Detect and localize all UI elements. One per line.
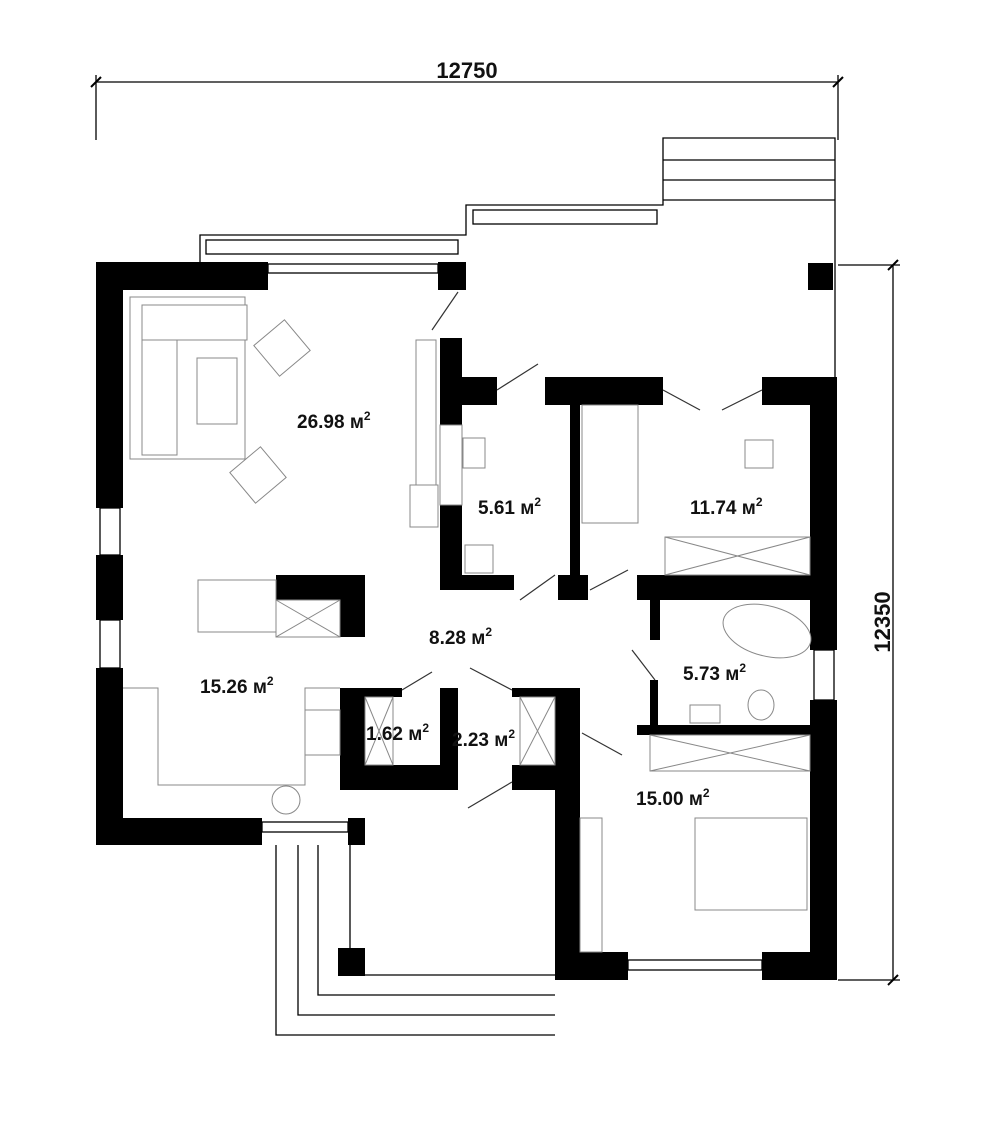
- windows: [99, 263, 835, 971]
- furniture: [123, 296, 812, 953]
- room-area-closet-2: 2.23 м2: [452, 727, 515, 751]
- walls: [96, 262, 837, 980]
- room-area-closet-1: 1.62 м2: [366, 721, 429, 745]
- height-dimension-label: 12350: [870, 591, 895, 652]
- room-area-laundry: 5.61 м2: [478, 495, 541, 519]
- room-area-master-bedroom: 15.00 м2: [636, 786, 710, 810]
- rear-terrace: [199, 137, 836, 377]
- height-dimension: 12350: [838, 259, 900, 986]
- width-dimension-label: 12750: [436, 58, 497, 83]
- room-area-bathroom: 5.73 м2: [683, 661, 746, 685]
- room-area-bedroom-small: 11.74 м2: [690, 495, 763, 519]
- room-area-hallway: 8.28 м2: [429, 625, 492, 649]
- room-labels: 26.98 м2 5.61 м2 11.74 м2 8.28 м2 5.73 м…: [200, 409, 763, 810]
- width-dimension: 12750: [90, 58, 844, 140]
- room-area-kitchen: 15.26 м2: [200, 674, 274, 698]
- front-porch: [275, 845, 555, 1036]
- room-area-living: 26.98 м2: [297, 409, 371, 433]
- doors: [401, 291, 763, 809]
